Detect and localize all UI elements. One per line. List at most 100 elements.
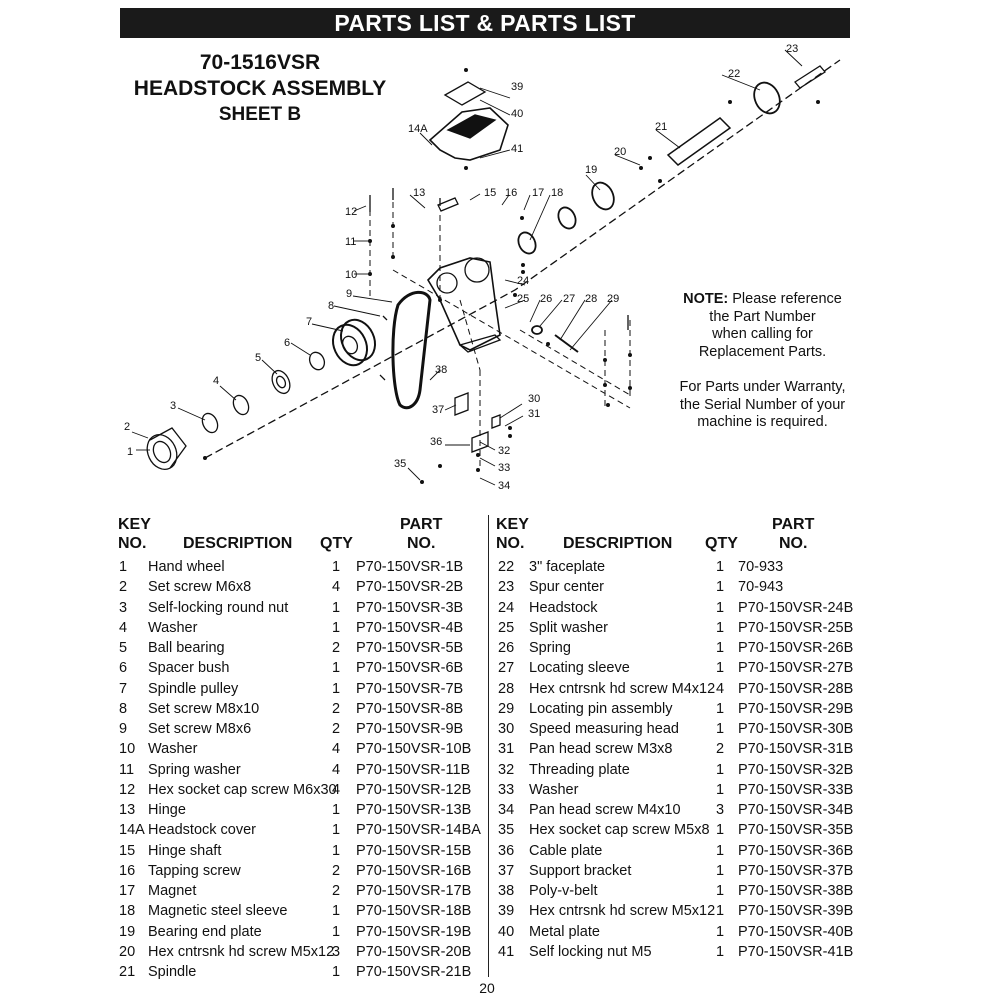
row-key: 6: [119, 660, 128, 677]
callout-25: 25: [517, 293, 529, 305]
row-qty: 1: [332, 903, 341, 920]
row-part: P70-150VSR-17B: [356, 883, 472, 899]
model-number: 70-1516VSR: [199, 51, 321, 74]
row-key: 7: [119, 680, 128, 697]
row-part: P70-150VSR-20B: [356, 943, 472, 960]
row-key: 38: [498, 883, 515, 899]
callout-26: 26: [540, 293, 552, 305]
row-desc: Set screw M8x10: [148, 700, 260, 717]
row-part: P70-150VSR-28B: [738, 680, 854, 697]
row-key: 16: [119, 862, 136, 879]
callout-18: 18: [551, 187, 563, 199]
row-desc: Spring: [529, 640, 571, 656]
row-desc: Self locking nut M5: [529, 943, 652, 960]
row-desc: Hinge: [148, 802, 186, 818]
note-line: Replacement Parts.: [698, 343, 827, 360]
row-qty: 2: [332, 721, 341, 737]
row-key: 12: [119, 781, 136, 798]
row-desc: 3" faceplate: [529, 559, 606, 575]
row-qty: 1: [716, 721, 725, 737]
callout-29: 29: [607, 293, 619, 305]
row-desc: Set screw M8x6: [148, 721, 252, 737]
row-desc: Pan head screw M4x10: [529, 802, 681, 818]
column-divider: [488, 515, 489, 977]
row-key: 28: [498, 680, 515, 697]
row-part: P70-150VSR-40B: [738, 923, 854, 940]
note-line: the Part Number: [709, 308, 816, 325]
row-key: 14A: [119, 822, 145, 839]
callout-11: 11: [345, 236, 356, 248]
row-part: P70-150VSR-31B: [738, 741, 854, 758]
callout-34: 34: [498, 480, 510, 492]
row-desc: Magnetic steel sleeve: [148, 903, 288, 920]
row-key: 23: [498, 579, 515, 596]
warranty-line: machine is required.: [697, 414, 828, 430]
row-part: P70-150VSR-38B: [738, 883, 854, 899]
row-part: P70-150VSR-41B: [738, 943, 854, 960]
row-part: P70-150VSR-32B: [738, 761, 854, 778]
row-part: P70-150VSR-7B: [356, 680, 464, 697]
row-desc: Tapping screw: [148, 862, 241, 879]
callout-19: 19: [585, 164, 597, 176]
row-key: 33: [498, 781, 515, 798]
row-part: P70-150VSR-25B: [738, 619, 854, 636]
row-qty: 1: [716, 700, 725, 717]
row-key: 18: [119, 903, 136, 920]
callout-14a: 14A: [408, 123, 428, 135]
note-label: NOTE:: [683, 291, 729, 307]
row-desc: Magnet: [148, 883, 197, 899]
row-desc: Hex socket cap screw M5x8: [529, 822, 710, 839]
row-key: 31: [498, 741, 515, 758]
row-key: 17: [119, 883, 136, 899]
row-key: 25: [498, 619, 515, 636]
row-qty: 1: [716, 822, 725, 839]
spindle: [666, 117, 732, 166]
row-desc: Ball bearing: [148, 640, 225, 656]
row-qty: 1: [332, 802, 341, 818]
page-number: 20: [479, 980, 495, 996]
callout-13: 13: [413, 187, 425, 199]
row-qty: 2: [332, 883, 341, 899]
callout-36: 36: [430, 436, 442, 448]
note-line: when calling for: [712, 326, 813, 342]
callout-22: 22: [728, 68, 740, 80]
row-qty: 1: [716, 903, 725, 920]
row-qty: 1: [716, 640, 725, 656]
row-part: P70-150VSR-2B: [356, 579, 464, 596]
bearing-ring: [557, 206, 577, 230]
row-qty: 1: [332, 923, 341, 940]
row-part: P70-150VSR-37B: [738, 862, 854, 879]
row-qty: 1: [332, 680, 341, 697]
row-part: P70-150VSR-15B: [356, 842, 472, 859]
row-qty: 1: [716, 883, 725, 899]
locating-sleeve: [531, 325, 543, 335]
row-part: P70-150VSR-29B: [738, 700, 854, 717]
row-qty: 1: [332, 842, 341, 859]
row-desc: Pan head screw M3x8: [529, 741, 673, 758]
row-part: P70-150VSR-19B: [356, 923, 472, 940]
callout-10: 10: [345, 269, 357, 281]
callout-3: 3: [170, 400, 176, 412]
callout-31: 31: [528, 408, 540, 420]
faceplate: [753, 81, 781, 115]
locating-pin: [554, 334, 579, 353]
row-desc: Poly-v-belt: [529, 883, 598, 899]
speed-measuring-head: [491, 414, 501, 429]
callout-37: 37: [432, 404, 444, 416]
row-qty: 2: [332, 862, 341, 879]
spur-center: [794, 65, 826, 89]
row-key: 1: [119, 559, 128, 575]
row-qty: 1: [716, 660, 725, 677]
callout-8: 8: [328, 300, 334, 312]
spacer-bush: [308, 351, 326, 371]
header-qty: QTY: [705, 535, 738, 552]
row-key: 11: [119, 761, 135, 778]
row-qty: 2: [332, 640, 341, 656]
hand-wheel: [146, 433, 178, 471]
ball-bearing: [271, 369, 291, 395]
row-qty: 2: [716, 741, 725, 758]
callout-7: 7: [306, 316, 312, 328]
row-desc: Locating sleeve: [529, 660, 630, 677]
note-line: Please reference: [728, 291, 842, 307]
